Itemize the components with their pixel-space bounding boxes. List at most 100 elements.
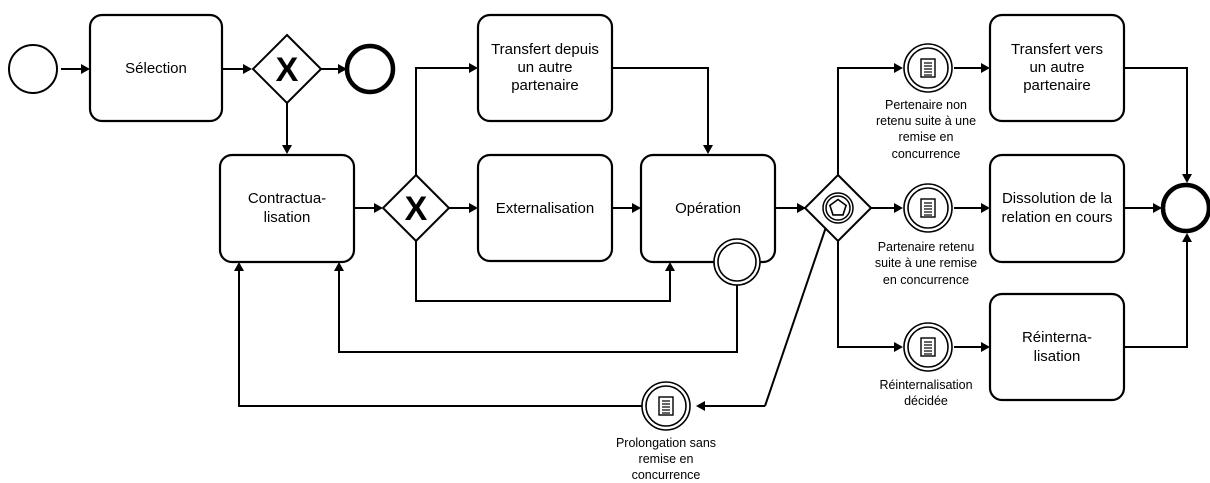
task-contractualisation: Contractua- lisation	[218, 153, 356, 264]
task-transfert-vers: Transfert vers un autre partenaire	[988, 13, 1126, 123]
arrowhead	[1182, 174, 1192, 183]
gateway-inner-circle	[825, 195, 851, 221]
event-label-line: Pertenaire non	[885, 98, 967, 112]
arrowhead	[894, 342, 903, 352]
flow-transfert-depuis-operation	[612, 67, 709, 147]
flow-gateway-transfert-depuis	[415, 67, 470, 175]
arrowhead	[981, 63, 990, 73]
task-label-line: Transfert vers	[1011, 41, 1103, 58]
arrowhead	[696, 401, 705, 411]
gateway-diamond	[251, 33, 323, 105]
task-box	[988, 13, 1126, 123]
flow-gateway-reinternalisation-decidee	[837, 241, 896, 348]
sequence-flows	[61, 63, 1192, 411]
event-inner	[907, 187, 949, 229]
event-label-line: retenu suite à une	[876, 114, 976, 128]
start-event	[8, 44, 58, 94]
arrowhead	[894, 63, 903, 73]
boundary-event-inner	[717, 242, 757, 282]
arrowhead	[282, 145, 292, 154]
arrowhead	[469, 203, 478, 213]
task-label-line: partenaire	[511, 77, 579, 94]
arrowhead	[243, 64, 252, 74]
exclusive-x-icon: X	[276, 51, 299, 89]
arrowhead	[334, 262, 344, 271]
event-label-line: remise en	[639, 452, 694, 466]
arrowhead	[234, 262, 244, 271]
task-selection: Sélection	[88, 13, 224, 123]
task-label-line: Dissolution de la	[1002, 190, 1113, 207]
event-label-line: en concurrence	[883, 273, 969, 287]
arrowhead	[338, 64, 347, 74]
event-inner	[907, 326, 949, 368]
flow-reinternalisation-end	[1124, 241, 1188, 348]
arrowhead	[374, 203, 383, 213]
event-label-line: concurrence	[892, 147, 961, 161]
task-label-line: Réinterna-	[1022, 329, 1092, 346]
task-transfert-depuis: Transfert depuis un autre partenaire	[476, 13, 614, 123]
task-label-line: Contractua-	[248, 190, 326, 207]
task-box	[476, 153, 614, 263]
task-label-line: partenaire	[1023, 77, 1091, 94]
task-dissolution: Dissolution de la relation en cours	[988, 153, 1126, 264]
event-inner	[907, 47, 949, 89]
task-label-line: Transfert depuis	[491, 41, 599, 58]
arrowhead	[469, 63, 478, 73]
task-label-line: lisation	[1034, 348, 1081, 365]
arrowhead	[665, 262, 675, 271]
arrowhead	[632, 203, 641, 213]
document-icon	[658, 396, 674, 416]
arrowhead	[981, 203, 990, 213]
arrowhead	[81, 64, 90, 74]
event-inner	[645, 385, 687, 427]
task-label-line: un autre	[1029, 59, 1084, 76]
task-reinternalisation: Réinterna- lisation	[988, 292, 1126, 402]
exclusive-gateway-1: X	[251, 33, 323, 105]
task-label-line: un autre	[517, 59, 572, 76]
event-label-line: concurrence	[632, 468, 701, 482]
document-icon	[920, 58, 936, 78]
task-label: Externalisation	[496, 200, 594, 217]
event-label-line: Prolongation sans	[616, 436, 716, 450]
arrowhead	[703, 145, 713, 154]
event-prolongation: Prolongation sans remise en concurrence	[616, 381, 716, 482]
task-box	[476, 13, 614, 123]
task-box	[218, 153, 356, 264]
gateway-outer-circle	[822, 192, 854, 224]
boundary-event-operation	[713, 238, 761, 286]
task-label-line: lisation	[264, 209, 311, 226]
end-event-2	[1160, 182, 1210, 234]
document-icon	[920, 337, 936, 357]
task-externalisation: Externalisation	[476, 153, 614, 263]
event-label-line: Réinternalisation	[879, 378, 972, 392]
event-label-line: remise en	[899, 130, 954, 144]
task-box	[988, 153, 1126, 264]
event-label-line: suite à une remise	[875, 256, 977, 270]
flow-gateway-operation	[415, 241, 671, 302]
event-partenaire-non-retenu: Pertenaire non retenu suite à une remise…	[876, 43, 976, 161]
end-event-1	[344, 43, 396, 95]
exclusive-gateway-2: X	[381, 173, 451, 243]
arrowhead	[894, 203, 903, 213]
arrowhead	[981, 342, 990, 352]
flow-transfert-vers-end	[1124, 67, 1188, 175]
event-label-line: décidée	[904, 394, 948, 408]
arrowhead	[1182, 233, 1192, 242]
event-partenaire-retenu: Partenaire retenu suite à une remise en …	[875, 183, 977, 287]
event-based-gateway	[803, 173, 873, 243]
task-box	[639, 153, 777, 264]
task-box	[988, 292, 1126, 402]
flow-boundary-contractualisation	[338, 270, 738, 353]
flow-gateway-prolongation	[764, 226, 827, 407]
gateway-diamond	[381, 173, 451, 243]
arrowhead	[1153, 203, 1162, 213]
task-label: Opération	[675, 200, 741, 217]
event-reinternalisation-decidee: Réinternalisation décidée	[879, 322, 973, 408]
gateway-diamond	[803, 173, 873, 243]
task-box	[88, 13, 224, 123]
task-operation: Opération	[639, 153, 777, 264]
exclusive-x-icon: X	[405, 190, 428, 228]
task-label: Sélection	[125, 60, 187, 77]
document-icon	[920, 198, 936, 218]
